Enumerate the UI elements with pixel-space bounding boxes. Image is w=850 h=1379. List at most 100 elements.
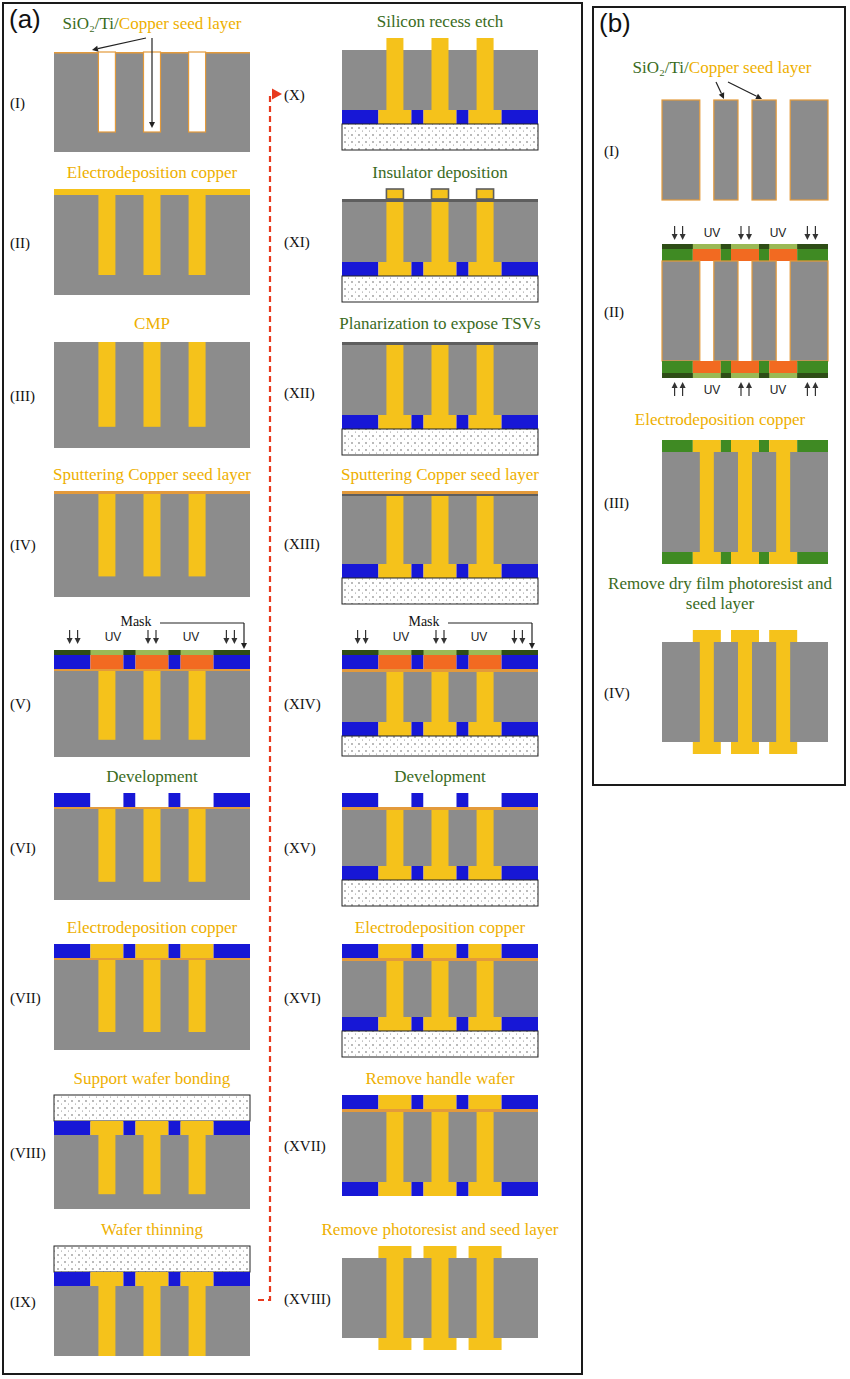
resist-segment <box>457 564 469 578</box>
support-wafer <box>342 276 538 302</box>
pattern-cell <box>469 1246 502 1258</box>
uv-arrow <box>77 630 78 638</box>
copper-via <box>386 345 403 415</box>
copper-via <box>386 1258 403 1338</box>
step-number: (XVI) <box>284 988 321 1008</box>
thin-layer <box>342 669 538 672</box>
resist-segment <box>342 1095 378 1109</box>
resist-segment <box>502 564 538 578</box>
pattern-cell <box>424 1095 457 1109</box>
pattern-cell <box>769 361 797 373</box>
mask-leader <box>448 622 532 623</box>
uv-label: UV <box>704 226 721 240</box>
silicon-wafer <box>342 961 538 1017</box>
mask-leader <box>531 623 532 643</box>
uv-arrow-head <box>812 234 818 240</box>
mask-window <box>181 650 214 655</box>
thin-layer <box>342 807 538 810</box>
support-wafer <box>54 1246 250 1272</box>
resist-segment <box>214 1121 250 1135</box>
uv-label: UV <box>183 630 200 644</box>
silicon-pillar <box>662 261 700 361</box>
mask-label: Mask <box>408 614 439 630</box>
copper-via <box>776 452 790 552</box>
uv-arrow <box>147 630 148 638</box>
copper-via <box>432 1112 449 1182</box>
uv-arrow <box>682 388 683 396</box>
resist-segment <box>759 552 769 564</box>
uv-arrow <box>522 630 523 638</box>
silicon-wafer <box>54 1286 250 1356</box>
pattern-cell <box>469 944 502 958</box>
uv-arrow <box>155 630 156 638</box>
resist-segment <box>502 793 538 807</box>
pattern-cell <box>424 1246 457 1258</box>
step-number: (VII) <box>10 988 41 1008</box>
pattern-cell <box>469 110 502 124</box>
copper-via <box>477 672 494 722</box>
pattern-cell <box>136 655 169 669</box>
pattern-cell <box>469 564 502 578</box>
resist-segment <box>411 110 423 124</box>
copper-via <box>144 1135 161 1194</box>
pattern-cell <box>693 361 721 373</box>
resist-segment <box>457 793 469 807</box>
resist-segment <box>502 655 538 669</box>
pattern-cell <box>181 793 214 807</box>
resist-segment <box>721 249 731 261</box>
pattern-cell <box>469 655 502 669</box>
uv-arrow-head <box>433 638 439 644</box>
uv-arrow-head <box>738 382 744 388</box>
silicon-pillar <box>752 100 776 200</box>
resist-segment <box>502 110 538 124</box>
pattern-cell <box>424 722 457 736</box>
resist-segment <box>721 361 731 373</box>
step-number: (III) <box>10 386 35 406</box>
uv-arrow <box>365 630 366 638</box>
resist-segment <box>411 655 423 669</box>
copper-via <box>432 202 449 262</box>
resist-segment <box>54 1121 90 1135</box>
copper-via <box>144 342 161 427</box>
resist-segment <box>662 440 693 452</box>
copper-via <box>432 810 449 866</box>
pattern-cell <box>424 944 457 958</box>
uv-arrow-head <box>680 382 686 388</box>
support-wafer <box>342 578 538 604</box>
copper-via <box>98 809 115 882</box>
step-title: Sputtering Copper seed layer <box>53 465 251 485</box>
thin-layer <box>54 958 250 960</box>
step-title: Electrodeposition copper <box>67 163 237 183</box>
copper-via <box>144 195 161 275</box>
pattern-cell <box>693 552 721 564</box>
pattern-cell <box>424 793 457 807</box>
copper-via <box>98 960 115 1032</box>
uv-arrow-head <box>153 638 159 644</box>
resist-segment <box>797 552 828 564</box>
pattern-cell <box>136 944 169 958</box>
pattern-cell <box>136 793 169 807</box>
pattern-cell <box>424 415 457 429</box>
uv-arrow <box>815 388 816 396</box>
copper-via <box>477 496 494 564</box>
copper-via <box>386 961 403 1017</box>
step-number: (VIII) <box>10 1143 46 1163</box>
pattern-cell <box>424 110 457 124</box>
uv-arrow <box>740 388 741 396</box>
uv-arrow-head <box>67 638 73 644</box>
pattern-cell <box>378 1017 411 1031</box>
uv-arrow <box>357 630 358 638</box>
label-group: SiO₂/Ti/Copper seed layer <box>632 58 811 78</box>
copper-via <box>189 671 206 740</box>
resist-segment <box>411 866 423 880</box>
resist-segment <box>759 249 769 261</box>
step-number: (II) <box>10 233 30 253</box>
copper-via <box>98 1135 115 1194</box>
uv-arrow <box>234 630 235 638</box>
pattern-cell <box>731 361 759 373</box>
seed-leader-head <box>92 46 99 52</box>
thin-layer <box>342 958 538 961</box>
step-title: Remove dry film photoresist and seed lay… <box>600 574 840 614</box>
step-number: (XVIII) <box>284 1289 331 1309</box>
pattern-cell <box>90 944 123 958</box>
